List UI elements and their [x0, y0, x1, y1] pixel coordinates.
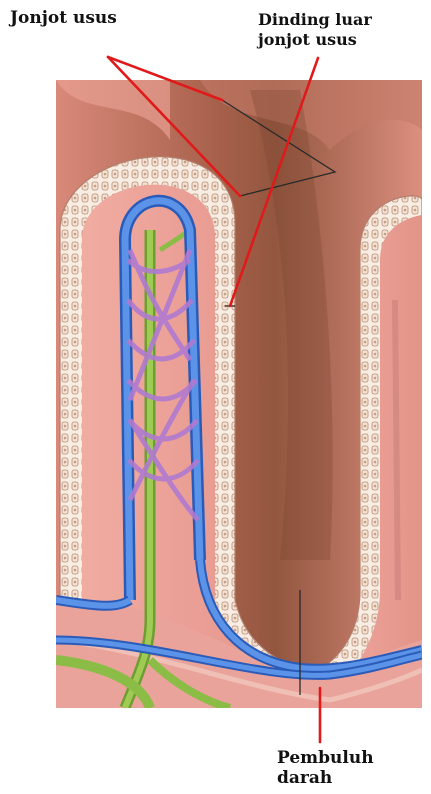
label-outer-wall-line2: jonjot usus	[258, 30, 372, 50]
label-villi: Jonjot usus	[10, 8, 117, 28]
label-vessel-line2: darah	[277, 768, 374, 788]
label-outer-villus-wall: Dinding luar jonjot usus	[258, 10, 372, 50]
villus-illustration-panel	[56, 80, 422, 708]
label-outer-wall-line1: Dinding luar	[258, 10, 372, 30]
label-blood-vessel: Pembuluh darah	[277, 748, 374, 788]
label-vessel-line1: Pembuluh	[277, 748, 374, 768]
